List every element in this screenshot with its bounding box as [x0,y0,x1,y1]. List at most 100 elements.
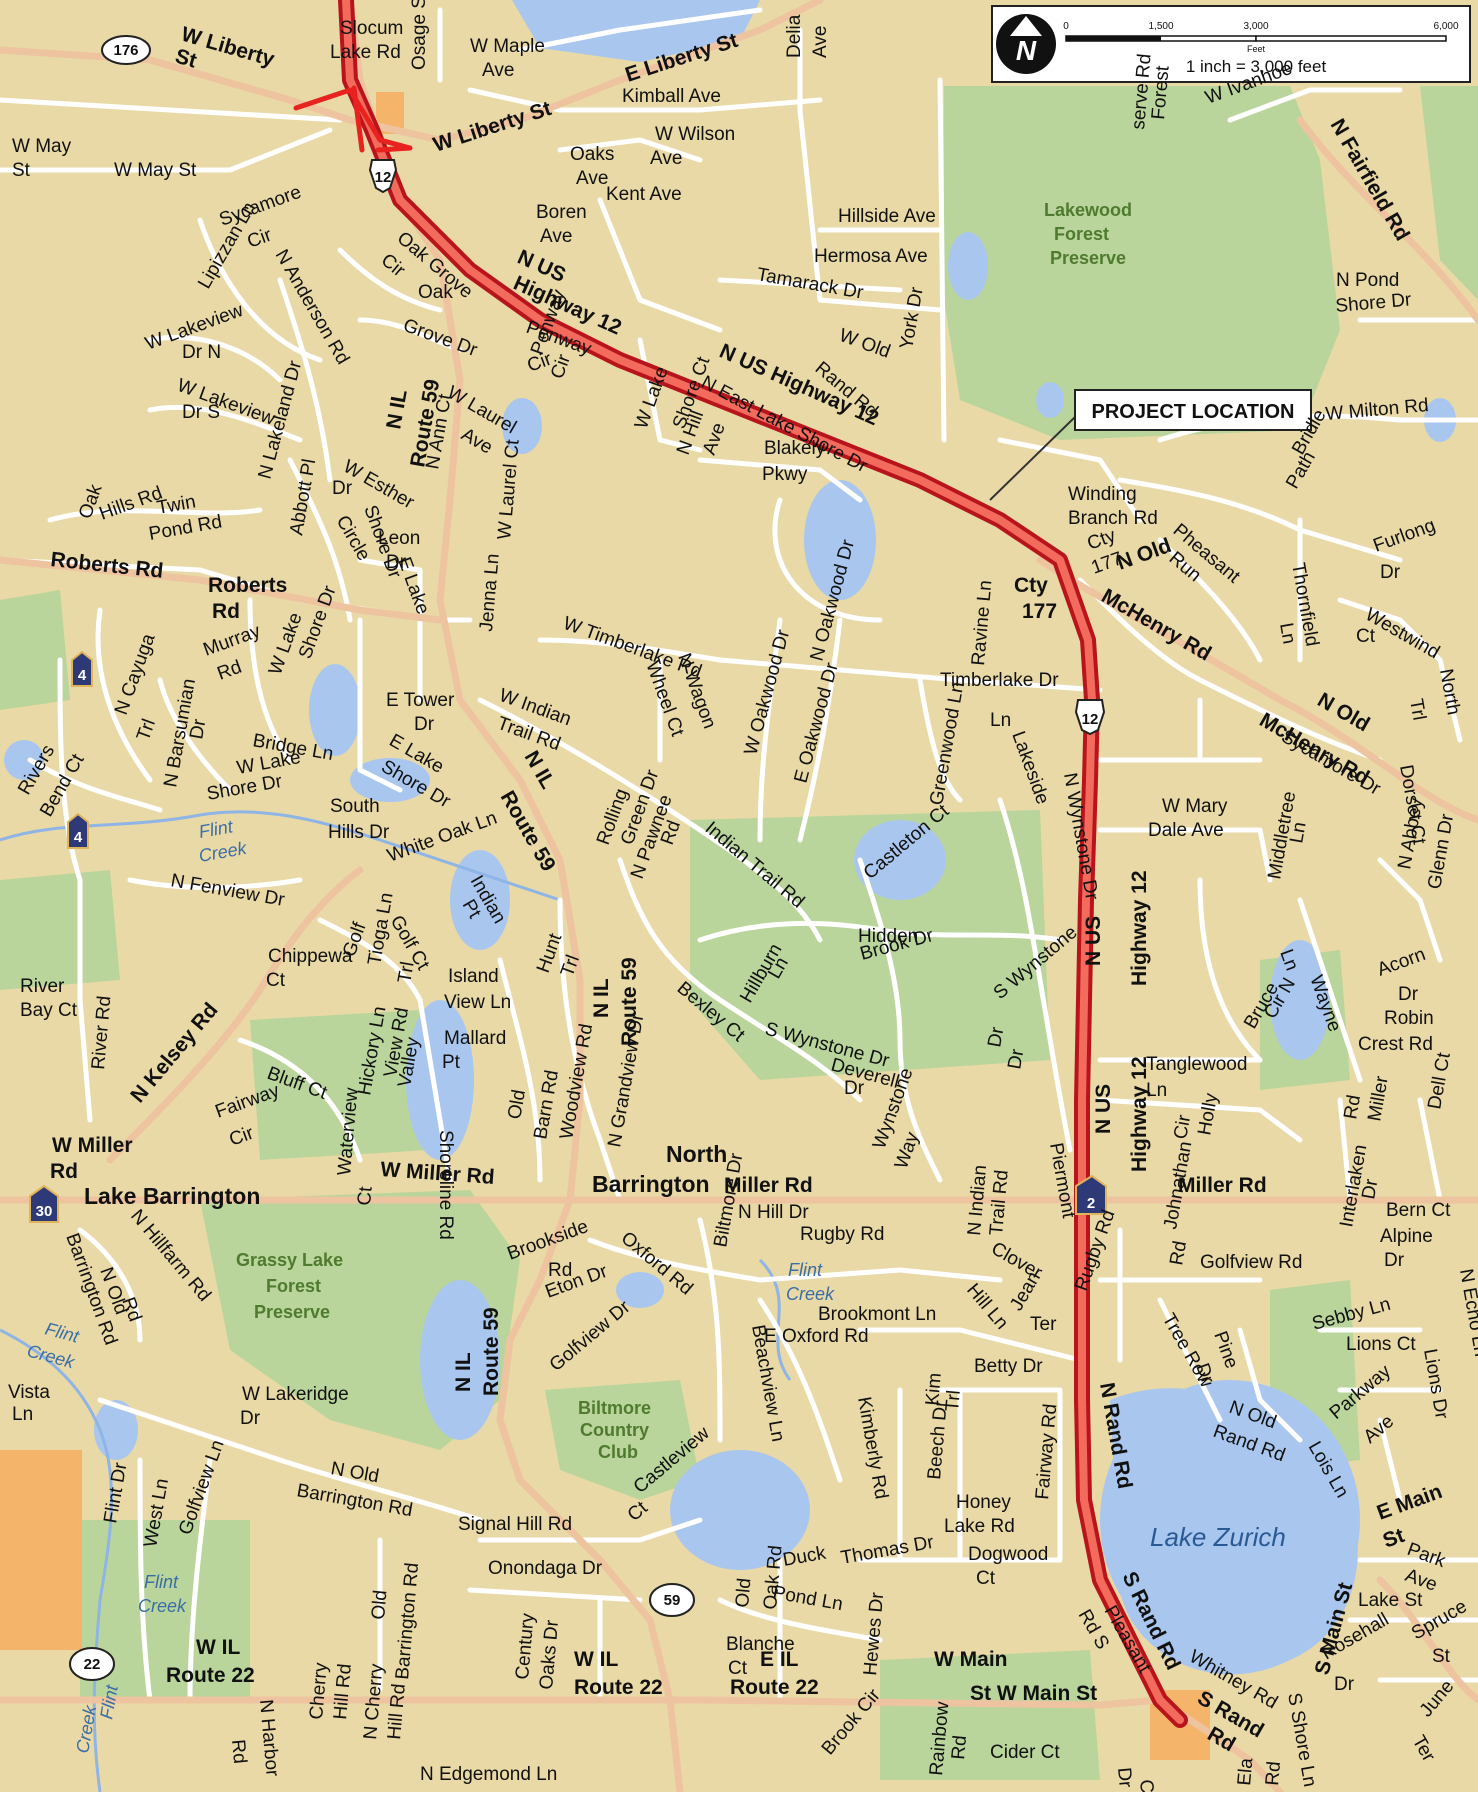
street-label: Crest Rd [1358,1034,1433,1055]
shield-cty2: 2 [1075,1174,1107,1215]
scale-ratio: 1 inch = 3,000 feet [1186,57,1327,76]
street-label: Dr [240,1408,261,1429]
callout-leader-line [989,416,1076,501]
shield-il176: 176 [101,35,151,65]
street-label: Dale Ave [1148,820,1224,841]
street-label: Rugby Rd [800,1224,885,1245]
street-label: Hill Rd [384,1683,410,1741]
street-label: Kimball Ave [622,86,721,107]
shield-us12-mid: 12 [1074,699,1106,736]
place-north: North [666,1141,727,1167]
route-shields: 176 12 12 59 22 4 4 30 [29,35,1107,1681]
shield-cty30: 30 [29,1184,59,1223]
street-label: Blanche [726,1634,795,1655]
svg-text:176: 176 [113,42,138,59]
street-label: River [20,976,65,997]
street-label: Forest [1148,64,1174,120]
place-lake-zurich: Lake Zurich [1150,1522,1286,1552]
label-e-il22-1: E IL [760,1648,799,1671]
street-label: Brookmont Ln [818,1304,936,1325]
street-label: Rd [1262,1760,1285,1786]
street-label: Dr N [182,342,221,363]
creek-label-b2: Creek [786,1284,835,1304]
street-label: Ln [1286,820,1310,844]
street-label: Ct [728,1658,748,1679]
street-label: Ave [650,148,682,169]
label-nil59-d1: N IL [452,1352,475,1392]
legend-box: N 0 1,500 3,000 6,000 Feet 1 inch = 3,00… [991,5,1471,83]
street-label: N Edgemond Ln [420,1764,557,1785]
water-bodies [4,0,1456,1675]
street-label: Ln [1146,1080,1167,1101]
label-roberts-2: Roberts [208,574,287,597]
street-label: Ln [12,1404,33,1425]
label-nus12-d2: Highway 12 [1128,1056,1151,1172]
creek-label-d1: Flint [144,1572,179,1592]
place-grassy-3: Preserve [254,1302,330,1322]
special-area [0,1450,82,1650]
street-label: W Lakeridge [242,1384,349,1405]
street-label: Alpine [1380,1226,1433,1247]
street-label: Vista [8,1382,50,1403]
street-label: Robin [1384,1008,1434,1029]
scale-bar: 0 1,500 3,000 6,000 Feet 1 inch = 3,000 … [1063,21,1459,76]
callout-label: PROJECT LOCATION [1092,401,1295,423]
street-label: Cherry [306,1661,332,1720]
label-w-il22-4: Route 22 [574,1676,663,1699]
street-label: Betty Dr [974,1356,1043,1377]
place-biltmore-1: Biltmore [578,1398,651,1418]
street-label: Dr [1358,1177,1382,1201]
street-label: Ct [1356,626,1376,647]
svg-text:12: 12 [375,169,392,186]
street-label: W Wilson [655,124,735,145]
place-labels: North Barrington Lake Barrington Lakewoo… [84,200,1286,1552]
place-biltmore-2: Country [580,1420,649,1440]
special-area-3 [376,92,404,134]
street-label: Golfview Rd [1200,1252,1302,1273]
label-e-il22-2: Route 22 [730,1676,819,1699]
scale-unit: Feet [1247,44,1266,54]
street-label: Hillside Ave [838,206,936,227]
place-lakewood-3: Preserve [1050,248,1126,268]
street-label: Rd [948,1734,971,1760]
street-label: Ct [266,970,286,991]
label-cty177-2: 177 [1022,600,1057,623]
place-barrington: Barrington [592,1171,710,1197]
street-label: Hidden [858,926,918,947]
street-label: Dr [984,1025,1008,1049]
place-lake-barrington: Lake Barrington [84,1183,260,1209]
street-label: Dr [1113,1767,1136,1789]
street-label: Ave [810,26,831,58]
label-w-il22-1: W IL [196,1636,240,1659]
street-label: Ela [1234,1757,1257,1787]
street-label: Island [448,966,499,987]
street-label: View Ln [444,992,511,1013]
street-label: Cider Ct [990,1742,1060,1763]
street-label: Delia [784,14,805,58]
street-label: Cir [1170,1113,1195,1141]
street-label: W May [12,136,72,157]
street-label: Ave [540,226,572,247]
label-miller-rd-1: Miller Rd [724,1174,813,1197]
street-label: N Hill Dr [738,1202,809,1223]
label-roberts-3: Rd [212,600,240,623]
street-label: Blakely [764,438,826,459]
label-w-il22-2: Route 22 [166,1664,255,1687]
label-w-il22-3: W IL [574,1648,618,1671]
label-nil59-d2: Route 59 [480,1307,503,1396]
street-label: Boren [536,202,587,223]
street-label: Trl [942,1389,965,1412]
street-label: Ct [354,1185,377,1206]
street-label: Ave [482,60,514,81]
shield-cty4-b: 4 [67,812,89,849]
street-label: Branch Rd [1068,508,1158,529]
street-label: Onondaga Dr [488,1558,603,1579]
forest-areas [0,86,1478,1780]
place-lakewood-1: Lakewood [1044,200,1132,220]
street-label: Old [504,1088,530,1121]
street-label: Bern Ct [1386,1200,1451,1221]
street-label: Lake Rd [330,42,401,63]
scale-tick-0: 0 [1063,21,1069,32]
